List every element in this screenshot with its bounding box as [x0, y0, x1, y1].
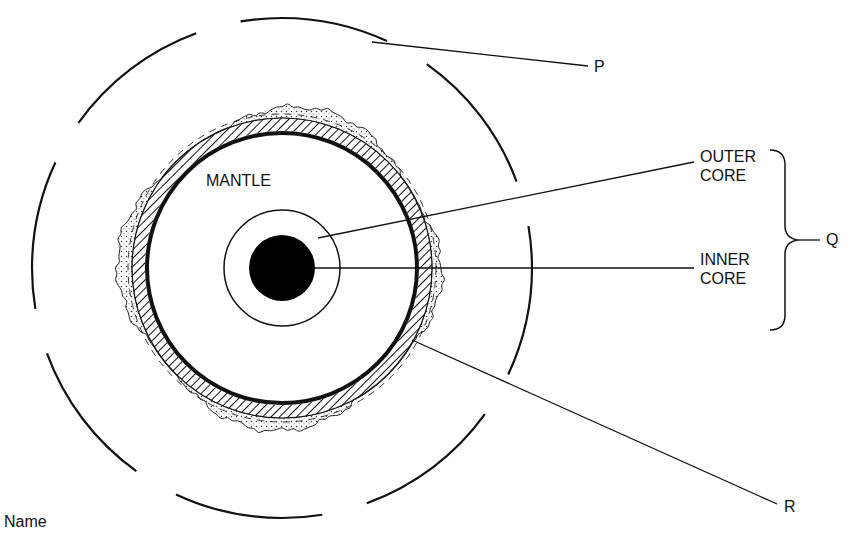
part-label: INNER CORE	[700, 250, 764, 288]
part-label: R	[784, 497, 796, 516]
leader-line	[312, 267, 694, 268]
bracket	[770, 150, 798, 330]
leader-line	[372, 42, 588, 66]
bracket-pointer	[798, 239, 820, 240]
leader-line	[318, 162, 694, 238]
part-label: MANTLE	[206, 171, 271, 190]
part-label: Name	[4, 512, 47, 531]
leader-line	[412, 340, 777, 504]
part-label: Q	[826, 230, 838, 249]
part-label: P	[594, 57, 605, 76]
inner-core	[249, 235, 315, 301]
part-label: OUTER CORE	[700, 147, 764, 185]
